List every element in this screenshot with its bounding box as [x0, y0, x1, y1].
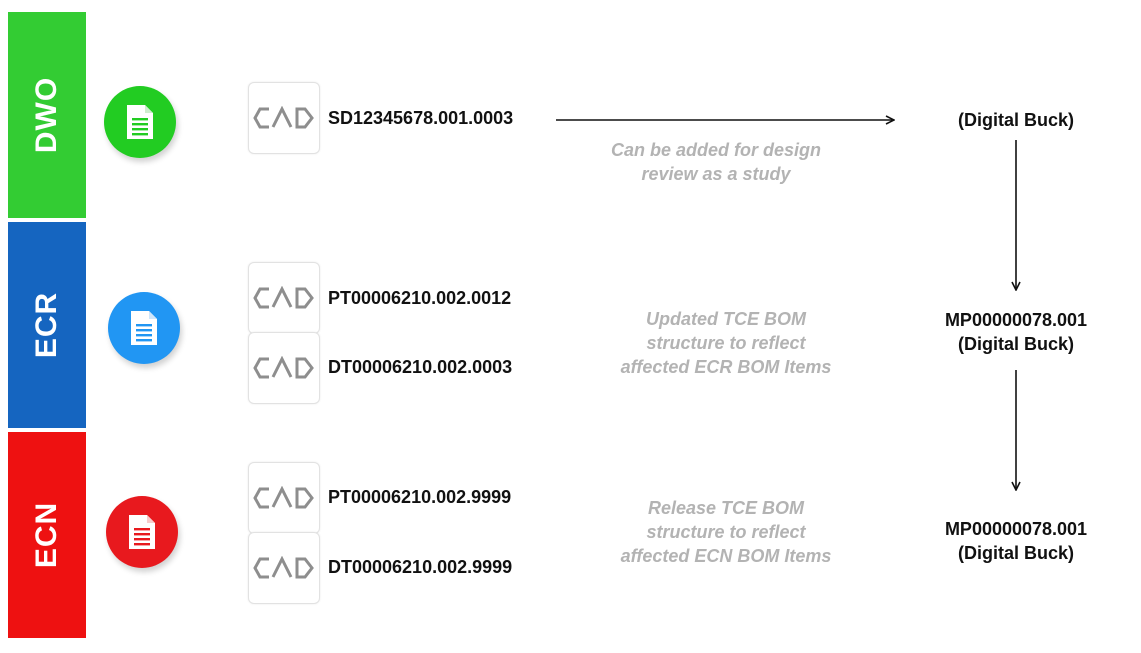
dwo-item-code: SD12345678.001.0003	[328, 108, 514, 128]
ecr-item-code: DT00006210.002.0003	[328, 357, 513, 377]
cad-logo-icon	[248, 532, 320, 604]
dwo-document-icon	[104, 86, 176, 158]
ecn-digital-buck: MP00000078.001 (Digital Buck)	[944, 519, 1088, 563]
cad-logo-icon	[248, 462, 320, 534]
ecn-item-code: DT00006210.002.9999	[328, 557, 513, 577]
ecr-band: ECR	[8, 222, 86, 428]
cad-logo-icon	[248, 262, 320, 334]
ecr-item-code: PT00006210.002.0012	[328, 288, 512, 308]
ecn-band: ECN	[8, 432, 86, 638]
dwo-note: Can be added for design review as a stud…	[610, 140, 822, 184]
dwo-digital-buck: (Digital Buck)	[957, 110, 1074, 130]
ecr-digital-buck: MP00000078.001 (Digital Buck)	[944, 310, 1088, 354]
ecn-note: Release TCE BOM structure to reflect aff…	[620, 498, 832, 566]
cad-logo-icon	[248, 332, 320, 404]
cad-logo-icon	[248, 82, 320, 154]
ecr-document-icon	[108, 292, 180, 364]
ecn-document-icon	[106, 496, 178, 568]
dwo-band: DWO	[8, 12, 86, 218]
ecn-item-code: PT00006210.002.9999	[328, 487, 512, 507]
ecr-note: Updated TCE BOM structure to reflect aff…	[620, 309, 832, 377]
